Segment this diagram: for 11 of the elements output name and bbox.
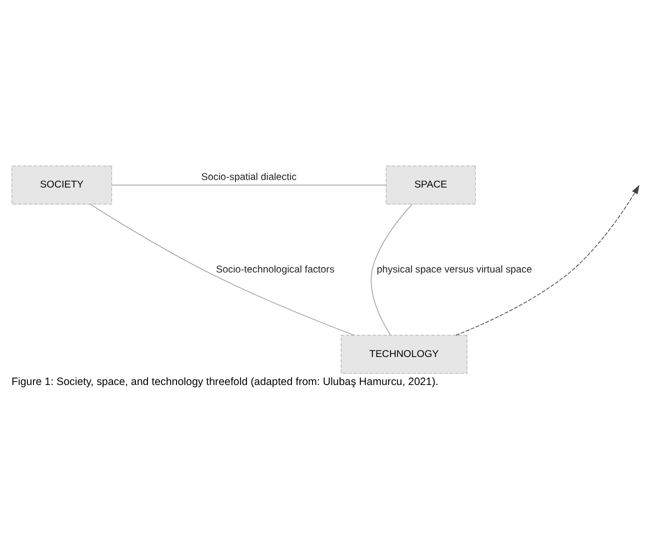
- edge-label: physical space versus virtual space: [376, 264, 532, 276]
- node-box: SOCIETY: [11, 166, 112, 205]
- node-box: TECHNOLOGY: [340, 334, 468, 374]
- edge-label: Socio-technological factors: [216, 264, 334, 276]
- edge-label: Socio-spatial dialectic: [201, 172, 297, 184]
- connector: [111, 184, 387, 186]
- caption: Figure 1: Society, space, and technology threefold (adapted from: Ulubaş Hamurcu, 2021).: [11, 376, 438, 388]
- connector: [370, 204, 412, 336]
- node-box: SPACE: [386, 166, 476, 205]
- connector: [90, 204, 355, 336]
- arrow: [456, 184, 640, 336]
